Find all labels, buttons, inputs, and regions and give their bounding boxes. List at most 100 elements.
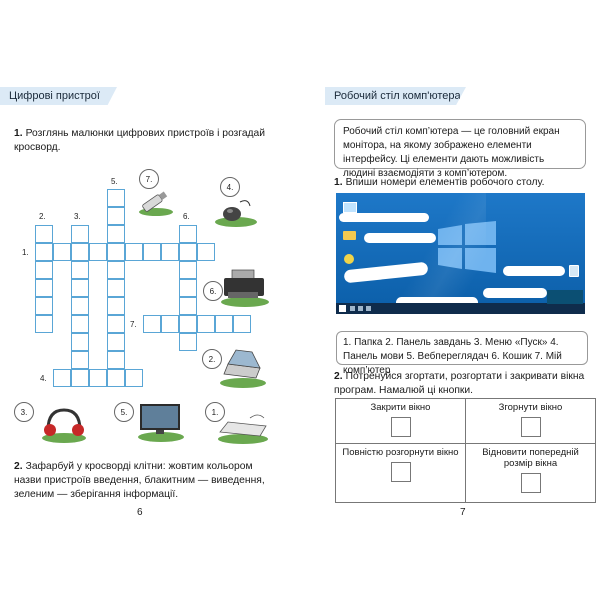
clue-number: 5. bbox=[111, 177, 118, 186]
drawing-box[interactable] bbox=[390, 417, 411, 437]
crossword-cell[interactable] bbox=[125, 243, 143, 261]
crossword-cell[interactable] bbox=[35, 261, 53, 279]
crossword-cell[interactable] bbox=[107, 243, 125, 261]
table-cell: Закрити вікно bbox=[335, 398, 466, 444]
crossword-cell[interactable] bbox=[179, 279, 197, 297]
task-number: 1. bbox=[14, 128, 23, 139]
answer-blank[interactable] bbox=[483, 288, 547, 298]
crossword-cell[interactable] bbox=[107, 279, 125, 297]
crossword-cell[interactable] bbox=[35, 297, 53, 315]
left-header-label: Цифрові пристрої bbox=[9, 90, 100, 102]
task-text: Впиши номери елементів робочого столу. bbox=[345, 177, 545, 188]
folder-icon[interactable] bbox=[343, 231, 356, 240]
crossword-cell[interactable] bbox=[107, 207, 125, 225]
crossword-cell[interactable] bbox=[35, 315, 53, 333]
crossword: 1. 2. 3. 4. 5. 6. 7. bbox=[0, 0, 300, 400]
picture-badge: 6. bbox=[203, 281, 223, 301]
clue-number: 2. bbox=[39, 212, 46, 221]
taskbar-app-icon[interactable] bbox=[366, 306, 371, 311]
crossword-cell[interactable] bbox=[161, 315, 179, 333]
crossword-cell[interactable] bbox=[35, 243, 53, 261]
crossword-cell[interactable] bbox=[71, 261, 89, 279]
taskbar[interactable] bbox=[336, 303, 585, 314]
crossword-cell[interactable] bbox=[71, 369, 89, 387]
crossword-cell[interactable] bbox=[215, 315, 233, 333]
crossword-cell[interactable] bbox=[107, 369, 125, 387]
crossword-cell[interactable] bbox=[233, 315, 251, 333]
task-text: Розглянь малюнки цифрових пристроїв і ро… bbox=[14, 128, 266, 153]
task-number: 1. bbox=[334, 177, 343, 188]
task-text: Потренуйся згортати, розгортати і закрив… bbox=[334, 371, 585, 396]
definition-text: Робочий стіл комп’ютера — це головний ек… bbox=[343, 126, 560, 179]
crossword-cell[interactable] bbox=[89, 243, 107, 261]
right-task-1: 1.Впиши номери елементів робочого столу. bbox=[334, 176, 594, 190]
minimize-window-label: Згорнути вікно bbox=[498, 402, 563, 413]
crossword-cell[interactable] bbox=[107, 225, 125, 243]
crossword-cell[interactable] bbox=[71, 225, 89, 243]
crossword-cell[interactable] bbox=[179, 333, 197, 351]
answer-blank[interactable] bbox=[503, 266, 565, 276]
definition-box: Робочий стіл комп’ютера — це головний ек… bbox=[334, 119, 586, 179]
crossword-cell[interactable] bbox=[107, 297, 125, 315]
taskbar-app-icon[interactable] bbox=[358, 306, 363, 311]
task-text: Зафарбуй у кросворді клітни: жовтим коль… bbox=[14, 461, 265, 500]
crossword-cell[interactable] bbox=[107, 333, 125, 351]
crossword-cell[interactable] bbox=[53, 369, 71, 387]
crossword-cell[interactable] bbox=[197, 315, 215, 333]
crossword-cell[interactable] bbox=[35, 225, 53, 243]
answer-blank[interactable] bbox=[364, 233, 436, 243]
start-button-icon[interactable] bbox=[339, 305, 346, 312]
crossword-cell[interactable] bbox=[89, 369, 107, 387]
crossword-cell[interactable] bbox=[143, 315, 161, 333]
my-computer-icon[interactable] bbox=[343, 202, 357, 213]
taskbar-app-icon[interactable] bbox=[350, 306, 355, 311]
crossword-cell[interactable] bbox=[161, 243, 179, 261]
desktop-light-beams bbox=[396, 193, 486, 314]
crossword-cell[interactable] bbox=[71, 315, 89, 333]
page-number: 6 bbox=[137, 507, 143, 518]
crossword-cell[interactable] bbox=[179, 243, 197, 261]
drawing-box[interactable] bbox=[390, 462, 411, 482]
crossword-cell[interactable] bbox=[107, 315, 125, 333]
table-cell: Відновити попередній розмір вікна bbox=[465, 443, 596, 503]
task-number: 2. bbox=[14, 461, 23, 472]
left-page-header: Цифрові пристрої bbox=[0, 87, 117, 105]
browser-icon[interactable] bbox=[344, 254, 354, 264]
crossword-cell[interactable] bbox=[179, 261, 197, 279]
picture-badge: 7. bbox=[139, 169, 159, 189]
windows-logo-icon bbox=[438, 221, 496, 273]
crossword-cell[interactable] bbox=[71, 279, 89, 297]
crossword-cell[interactable] bbox=[107, 189, 125, 207]
crossword-cell[interactable] bbox=[71, 243, 89, 261]
crossword-cell[interactable] bbox=[197, 243, 215, 261]
crossword-cell[interactable] bbox=[179, 297, 197, 315]
crossword-cell[interactable] bbox=[107, 261, 125, 279]
crossword-cell[interactable] bbox=[71, 351, 89, 369]
answer-blank[interactable] bbox=[339, 213, 429, 222]
headphones-icon bbox=[42, 408, 86, 443]
crossword-cell[interactable] bbox=[179, 315, 197, 333]
picture-badge: 5. bbox=[114, 402, 134, 422]
crossword-cell[interactable] bbox=[53, 243, 71, 261]
left-task-2: 2.Зафарбуй у кросворді клітни: жовтим ко… bbox=[14, 460, 276, 502]
keyboard-icon bbox=[218, 414, 268, 444]
crossword-cell[interactable] bbox=[35, 279, 53, 297]
crossword-cell[interactable] bbox=[107, 351, 125, 369]
drawing-box[interactable] bbox=[520, 473, 541, 493]
crossword-cell[interactable] bbox=[71, 297, 89, 315]
answer-blank[interactable] bbox=[396, 297, 478, 308]
crossword-cell[interactable] bbox=[71, 333, 89, 351]
drawing-box[interactable] bbox=[520, 417, 541, 437]
recycle-bin-icon[interactable] bbox=[569, 265, 579, 277]
table-cell: Згорнути вікно bbox=[465, 398, 596, 444]
picture-badge: 4. bbox=[220, 177, 240, 197]
scanner-icon bbox=[220, 349, 266, 388]
monitor-icon bbox=[138, 404, 184, 442]
clue-number: 1. bbox=[22, 248, 29, 257]
crossword-cell[interactable] bbox=[179, 225, 197, 243]
window-buttons-table: Закрити вікно Згорнути вікно Повністю ро… bbox=[335, 398, 596, 503]
crossword-cell[interactable] bbox=[143, 243, 161, 261]
crossword-cell[interactable] bbox=[125, 369, 143, 387]
table-cell: Повністю розгорнути вікно bbox=[335, 443, 466, 503]
picture-badge: 3. bbox=[14, 402, 34, 422]
